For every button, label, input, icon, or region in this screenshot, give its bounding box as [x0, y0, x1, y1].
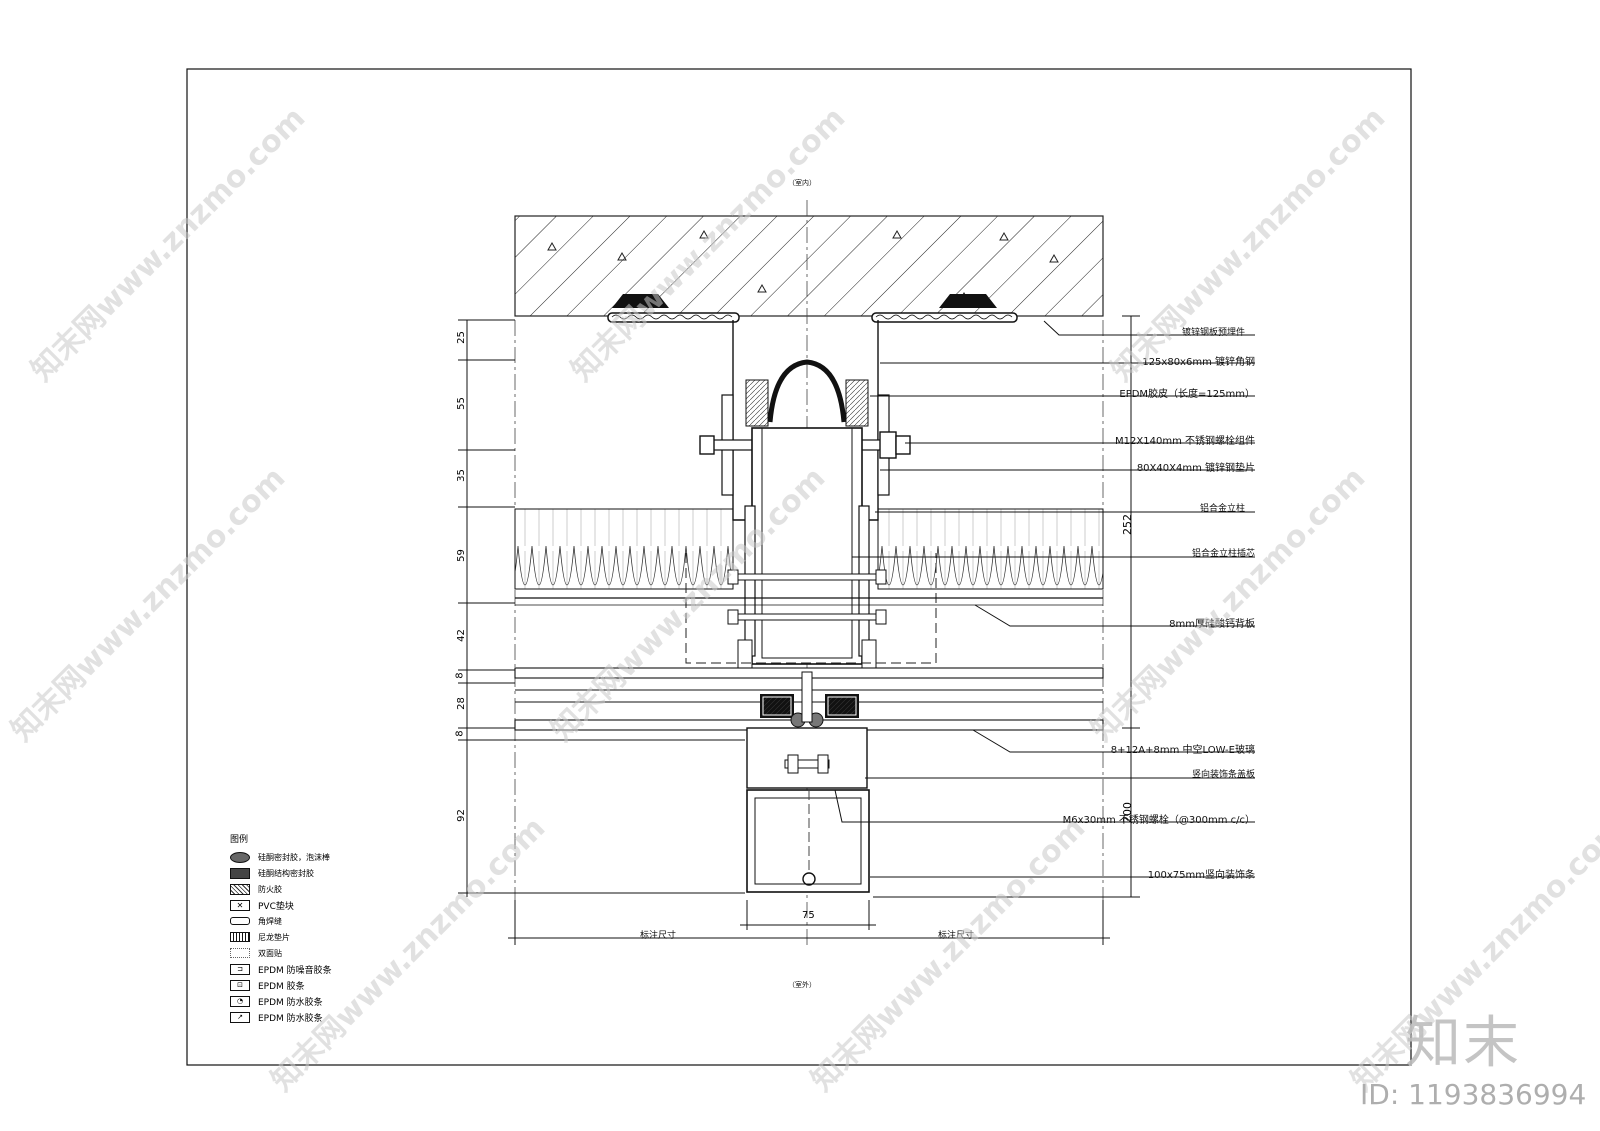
left-dimension-chain [458, 319, 745, 897]
legend-item: 尼龙垫片 [230, 929, 390, 945]
indoor-label: （室内） [788, 179, 816, 187]
legend-item: ✕ PVC垫块 [230, 897, 390, 913]
legend-item: 双面贴 [230, 945, 390, 961]
callout-embedded-plate: 镀锌钢板预埋件 [1181, 328, 1245, 338]
structural-sealant-icon [230, 867, 250, 879]
double-tape-icon [230, 948, 250, 958]
epdm-noise-strip-icon: ⊐ [230, 963, 250, 975]
watermark-site-4: 知末网www.znzmo.com [4, 460, 293, 749]
drawing-border [186, 68, 1412, 1066]
dim-left-35: 35 [455, 469, 467, 482]
fillet-weld-icon [230, 917, 250, 925]
watermark-site-5: 知末网www.znzmo.com [544, 460, 833, 749]
callout-m12-bolt: M12X140mm 不锈钢螺栓组件 [1115, 436, 1255, 447]
dim-note-right: 标注尺寸 [938, 931, 975, 941]
aluminum-mullion [737, 427, 877, 671]
mullion-head [745, 359, 869, 427]
dim-left-59: 59 [455, 549, 467, 562]
legend-item: 硅酮结构密封胶 [230, 865, 390, 881]
dim-left-28: 28 [455, 697, 467, 710]
watermark-site-8: 知末网www.znzmo.com [804, 810, 1093, 1099]
right-dimension-line [873, 315, 1140, 898]
dim-left-92: 92 [455, 809, 467, 822]
watermark-logo: 知末 [1405, 1011, 1521, 1076]
vertical-fin [746, 727, 870, 893]
dim-bottom-75: 75 [802, 910, 815, 921]
callout-epdm-pad: EPDM胶皮（长度=125mm） [1119, 389, 1255, 400]
dim-left-42: 42 [455, 629, 467, 642]
foam-rod-icon [230, 851, 250, 863]
legend-text: EPDM 防噪音胶条 [258, 965, 332, 976]
legend-item: ⊐ EPDM 防噪音胶条 [230, 961, 390, 977]
callout-aluminum-mullion: 铝合金立柱 [1199, 504, 1245, 514]
pvc-block-icon: ✕ [230, 899, 250, 911]
nylon-washer-icon [230, 932, 250, 942]
legend-item: 防火胶 [230, 881, 390, 897]
legend-text: 硅酮结构密封胶 [258, 868, 314, 878]
legend-text: 角焊缝 [258, 916, 282, 926]
legend-text: 尼龙垫片 [258, 932, 290, 942]
dim-left-25: 25 [455, 331, 467, 344]
insulation [514, 508, 1104, 590]
legend-text: EPDM 防水胶条 [258, 997, 323, 1008]
legend-text: EPDM 防水胶条 [258, 1013, 323, 1024]
legend-item: ↗ EPDM 防水胶条 [230, 1009, 390, 1025]
callout-backing-panel: 8mm厚硅酸钙背板 [1169, 619, 1255, 630]
callout-mullion-sleeve: 铝合金立柱插芯 [1191, 549, 1255, 559]
callout-fin-cover: 竖向装饰条盖板 [1191, 770, 1255, 780]
dim-right-252: 252 [1121, 514, 1134, 535]
legend-item: 角焊缝 [230, 913, 390, 929]
legend-text: EPDM 胶条 [258, 981, 305, 992]
embedded-plate [607, 294, 1018, 323]
leader-lines [834, 320, 1255, 878]
callout-steel-washer: 80X40X4mm 镀锌钢垫片 [1136, 463, 1255, 474]
epdm-waterproof-strip-2-icon: ↗ [230, 1011, 250, 1023]
dim-right-200: 200 [1121, 802, 1134, 823]
dim-note-left: 标注尺寸 [640, 931, 677, 941]
epdm-waterproof-strip-icon: ◔ [230, 995, 250, 1007]
legend: 图例 硅酮密封胶，泡沫棒 硅酮结构密封胶 防火胶 ✕ PVC垫块 角焊缝 尼龙垫… [230, 832, 390, 1025]
legend-text: 防火胶 [258, 884, 282, 894]
legend-item: ◔ EPDM 防水胶条 [230, 993, 390, 1009]
concrete-slab [514, 215, 1104, 317]
watermark-id: ID: 1193836994 [1360, 1078, 1587, 1111]
legend-title: 图例 [230, 835, 249, 845]
insulated-glass [514, 667, 1104, 731]
legend-item: ⊡ EPDM 胶条 [230, 977, 390, 993]
callout-steel-angle: 125x80x6mm 镀锌角钢 [1142, 357, 1255, 368]
bottom-dimension-line [508, 900, 1110, 945]
legend-text: 双面贴 [258, 948, 282, 958]
watermark-site-6: 知末网www.znzmo.com [1084, 460, 1373, 749]
legend-text: PVC垫块 [258, 901, 294, 912]
epdm-strip-icon: ⊡ [230, 979, 250, 991]
callout-m6-bolt: M6x30mm 不锈钢螺栓（@300mm c/c） [1062, 815, 1255, 826]
outdoor-label: （室外） [788, 981, 816, 989]
legend-text: 硅酮密封胶，泡沫棒 [258, 852, 330, 862]
watermark-site-3: 知末网www.znzmo.com [1104, 100, 1393, 389]
watermark-site-2: 知末网www.znzmo.com [564, 100, 853, 389]
callout-vertical-fin: 100x75mm竖向装饰条 [1147, 870, 1255, 881]
dim-left-55: 55 [455, 397, 467, 410]
dim-left-8b: 8 [454, 730, 466, 737]
legend-item: 硅酮密封胶，泡沫棒 [230, 849, 390, 865]
callout-glass: 8+12A+8mm 中空LOW-E玻璃 [1110, 745, 1255, 756]
watermark-site-1: 知末网www.znzmo.com [24, 100, 313, 389]
dim-left-8a: 8 [454, 672, 466, 679]
mullion-bolts [727, 569, 887, 625]
fire-sealant-icon [230, 883, 250, 895]
